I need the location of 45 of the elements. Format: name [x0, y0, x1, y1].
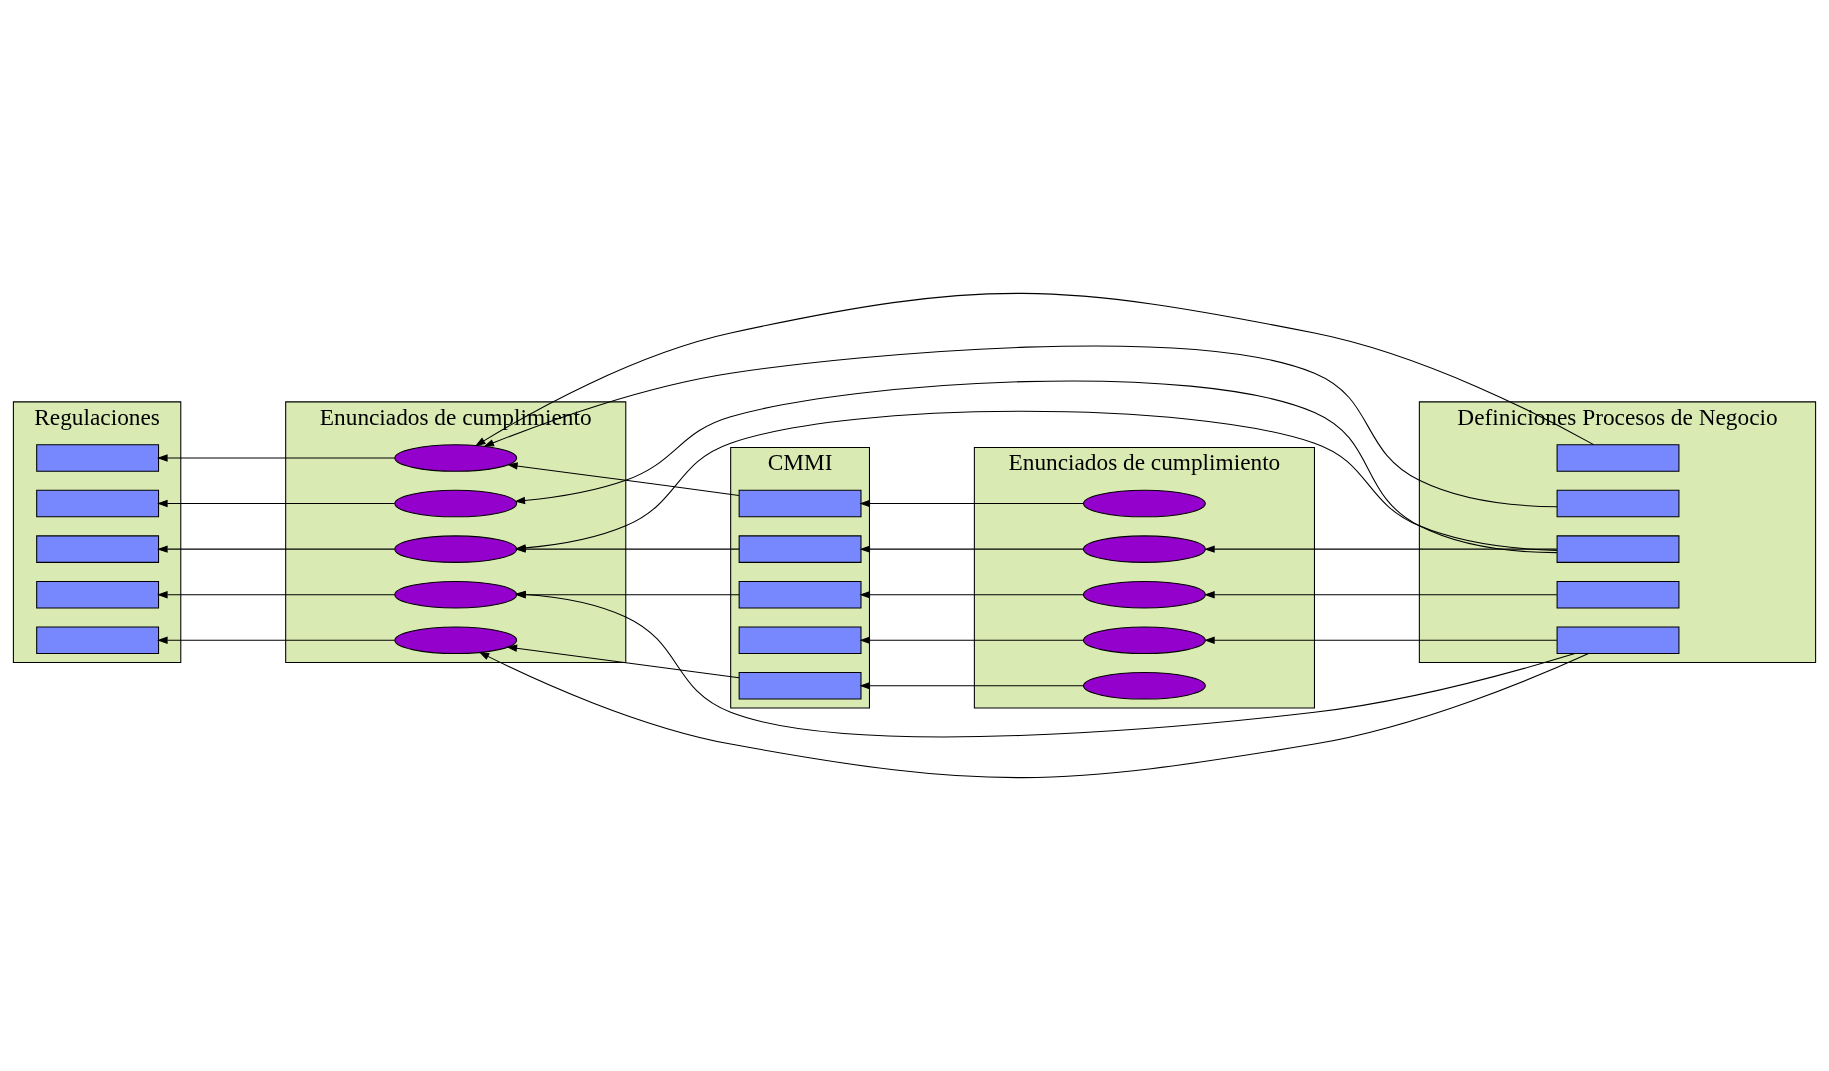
- node-box: [738, 626, 862, 655]
- node-ellipse: [1082, 672, 1206, 700]
- arrow: [506, 462, 740, 496]
- node-box: [1556, 489, 1680, 518]
- arrow: [157, 499, 396, 508]
- arrow: [859, 682, 1084, 690]
- node-box: [738, 489, 862, 518]
- arrow: [515, 590, 1576, 738]
- arrow: [859, 545, 1084, 553]
- node-box: [1556, 626, 1680, 655]
- arrow: [859, 591, 1084, 599]
- arrow: [1204, 545, 1558, 553]
- arrow: [157, 454, 396, 462]
- node-box: [36, 489, 160, 518]
- node-box: [1556, 535, 1680, 563]
- arrow: [483, 345, 1558, 508]
- arrow: [475, 292, 1595, 447]
- node-box: [36, 580, 160, 609]
- node-box: [738, 672, 862, 700]
- node-box: [36, 444, 160, 472]
- node-box: [738, 580, 862, 609]
- arrow: [157, 545, 396, 553]
- arrow: [1204, 636, 1558, 644]
- node-box: [1556, 580, 1680, 609]
- arrow: [859, 636, 1084, 644]
- arrow: [1204, 591, 1558, 599]
- arrow: [859, 499, 1084, 508]
- node-ellipse: [1082, 626, 1206, 655]
- node-ellipse: [1082, 535, 1206, 563]
- arrow: [478, 651, 1590, 779]
- node-ellipse: [394, 489, 518, 518]
- cluster: Enunciados de cumplimiento: [973, 446, 1315, 709]
- arrow: [506, 644, 740, 679]
- node-box: [738, 535, 862, 563]
- cluster: Regulaciones: [12, 401, 182, 664]
- arrow: [157, 591, 396, 599]
- node-ellipse: [1082, 489, 1206, 518]
- arrow: [157, 636, 396, 644]
- node-box: [36, 626, 160, 655]
- node-ellipse: [1082, 580, 1206, 609]
- arrow: [515, 591, 740, 599]
- node-box: [36, 535, 160, 563]
- node-box: [1556, 444, 1680, 472]
- node-ellipse: [394, 580, 518, 609]
- node-ellipse: [394, 535, 518, 563]
